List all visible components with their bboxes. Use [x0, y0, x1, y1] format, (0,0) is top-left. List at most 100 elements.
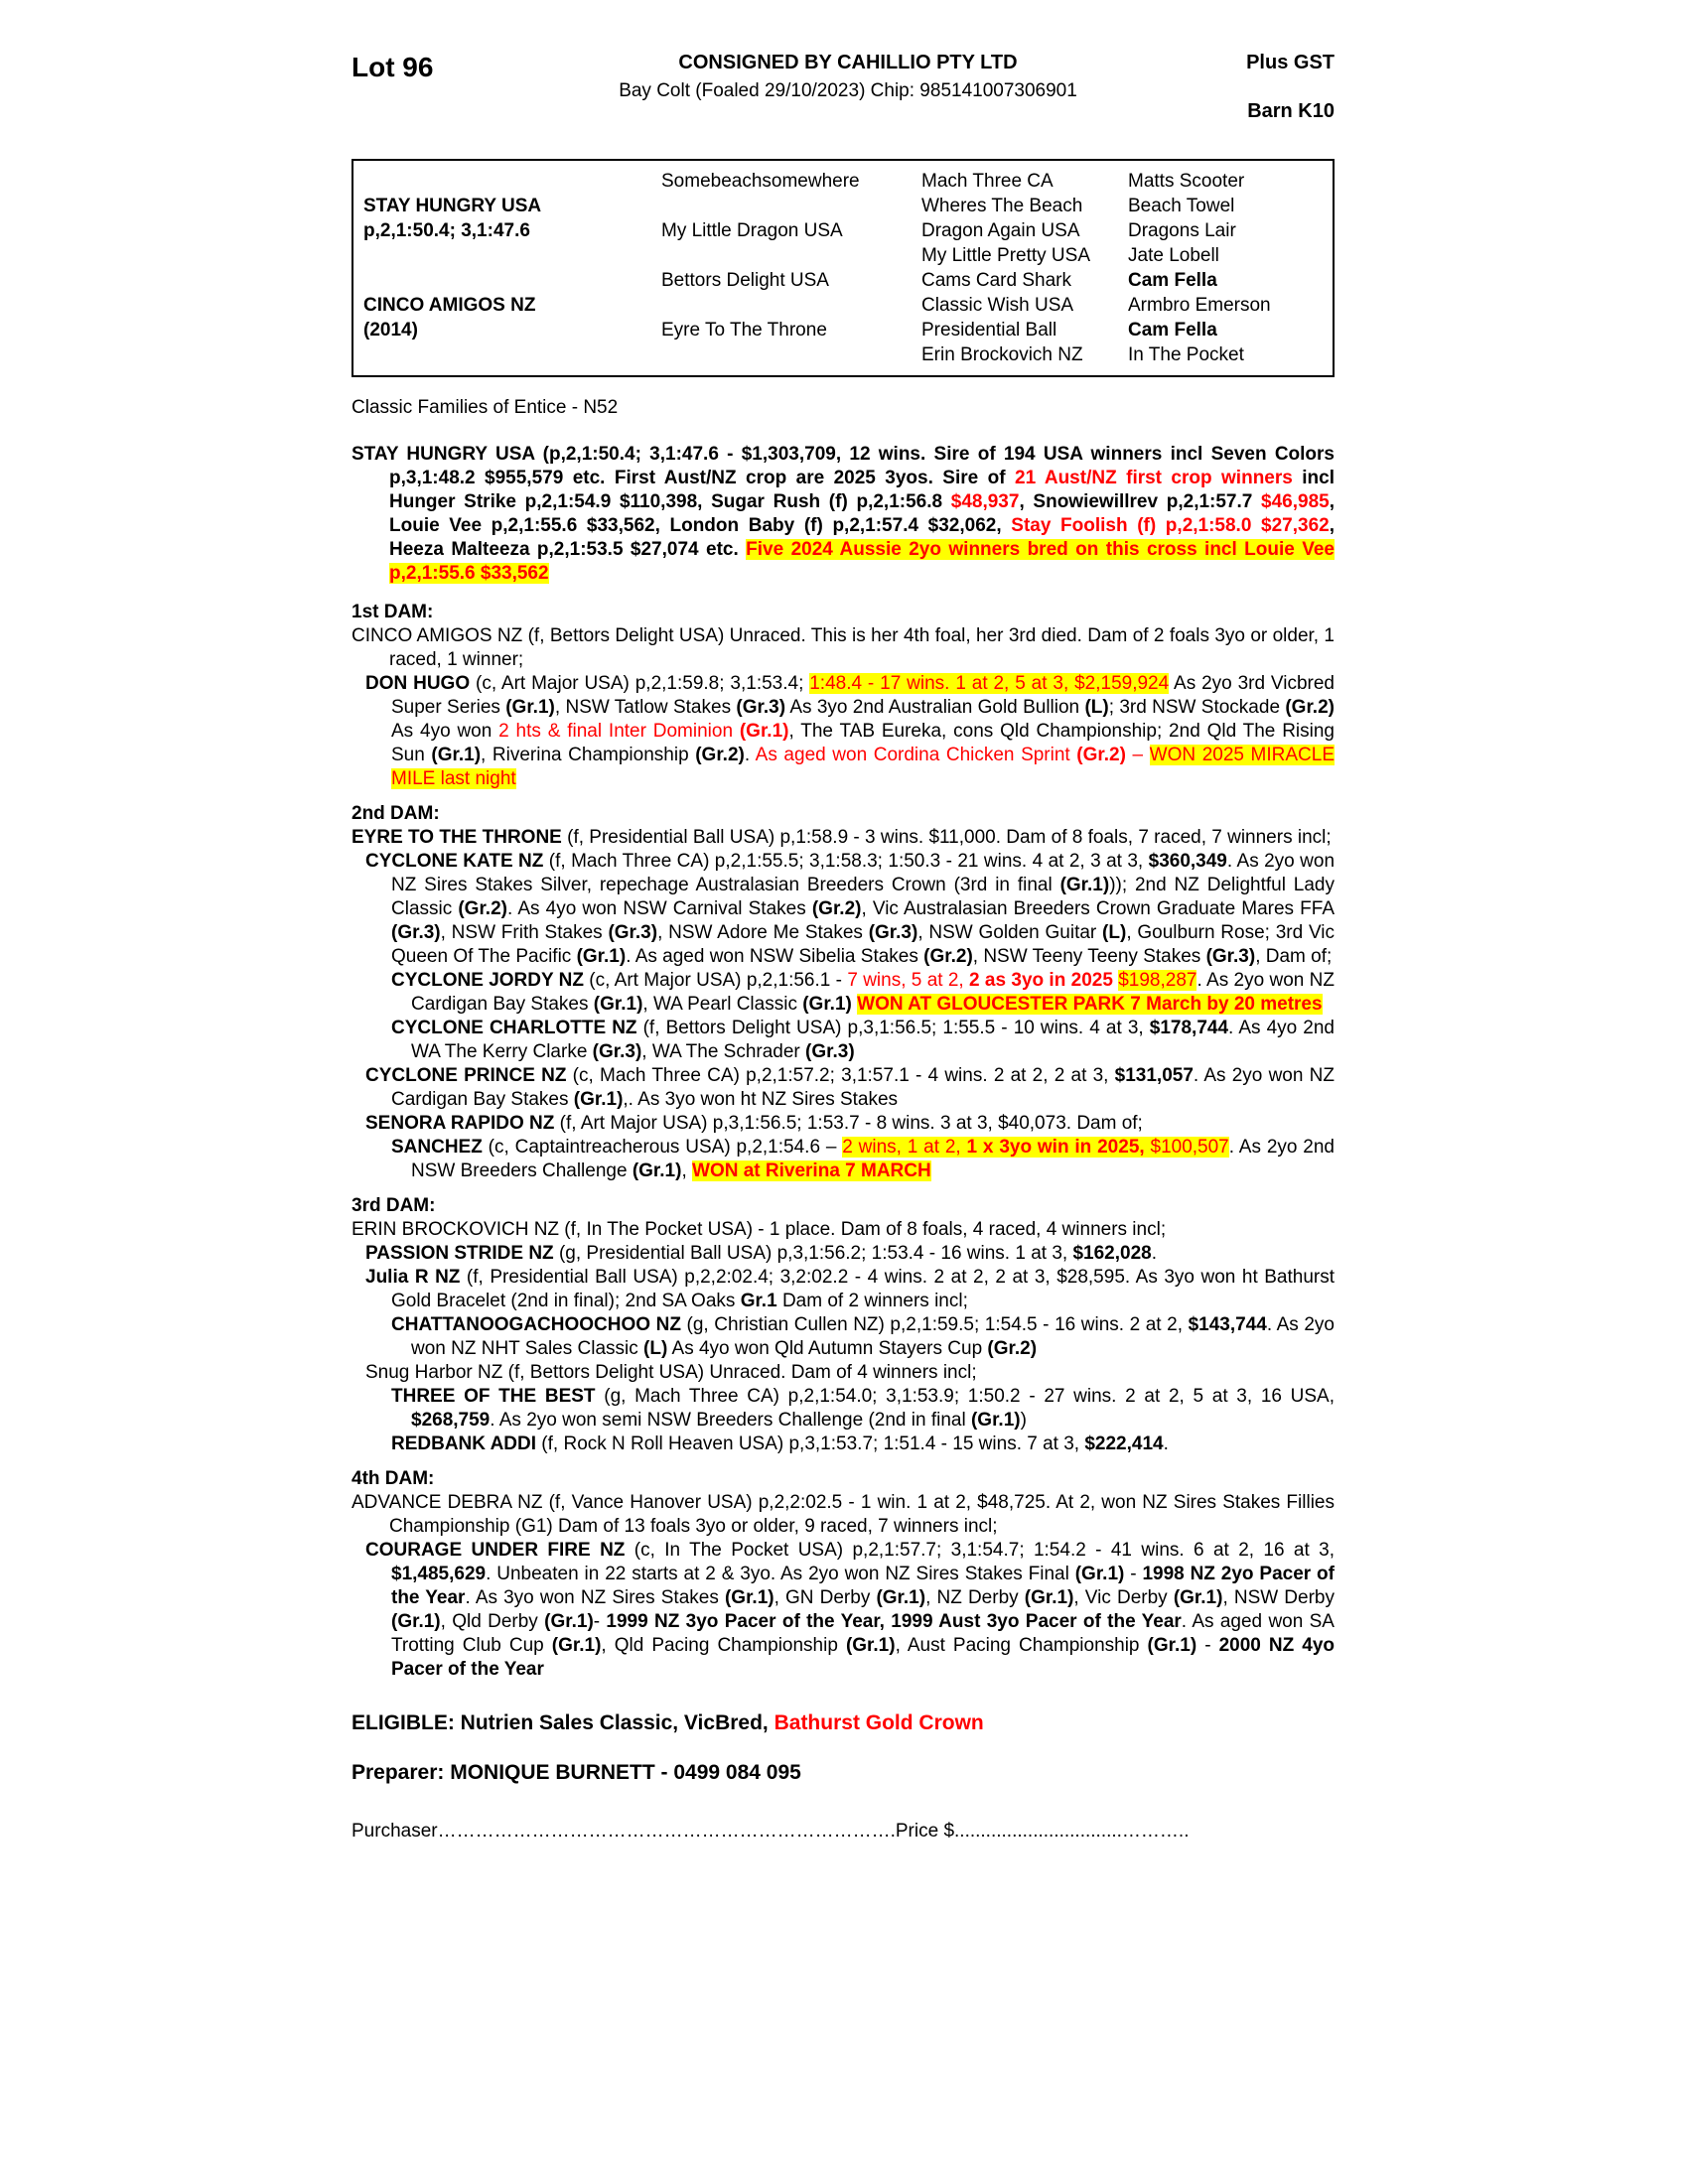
- para-cyclone-prince: CYCLONE PRINCE NZ (c, Mach Three CA) p,2…: [352, 1064, 1335, 1112]
- text-run: -: [593, 1611, 607, 1632]
- text-run: , NSW Teeny Teeny Stakes: [972, 946, 1206, 967]
- text-run: , WA Pearl Classic: [642, 994, 803, 1015]
- text-run: (c, Art Major USA) p,2,1:59.8; 3,1:53.4;: [470, 673, 810, 694]
- text-run: 2 hts & final Inter Dominion: [498, 721, 740, 742]
- dam-heading: 3rd DAM:: [352, 1195, 436, 1216]
- text-run: , NSW Derby: [1222, 1587, 1335, 1608]
- pedigree-cell: Jate Lobell: [1128, 245, 1219, 266]
- text-run: (Gr.2): [695, 745, 745, 765]
- para-cyclone-jordy: CYCLONE JORDY NZ (c, Art Major USA) p,2,…: [352, 969, 1335, 1017]
- text-run: . As 4yo won NSW Carnival Stakes: [506, 898, 812, 919]
- pedigree-details: STAY HUNGRY USA (p,2,1:50.4; 3,1:47.6 - …: [352, 443, 1336, 1682]
- text-run: . As aged won SA Trotting Club Cup: [391, 1611, 1335, 1656]
- text-run: , Goulburn Rose; 3rd Vic Queen Of The Pa…: [391, 922, 1336, 967]
- pedigree-cell: Bettors Delight USA: [661, 270, 829, 291]
- text-run: $46,985: [1261, 491, 1330, 512]
- pedigree-cell: Dragons Lair: [1128, 220, 1236, 241]
- text-run: CYCLONE KATE NZ: [365, 851, 544, 872]
- text-run: (g, Christian Cullen NZ) p,2,1:59.5; 1:5…: [680, 1314, 1189, 1335]
- text-run: 1999 NZ 3yo Pacer of the Year, 1999 Aust…: [606, 1611, 1182, 1632]
- pedigree-cell: Presidential Ball: [921, 320, 1057, 341]
- text-run: , Qld Derby: [440, 1611, 545, 1632]
- text-run: (c, Mach Three CA) p,2,1:57.2; 3,1:57.1 …: [566, 1065, 1115, 1086]
- text-run: . As 4yo 2nd WA The Kerry Clarke: [411, 1018, 1335, 1062]
- text-run: (Gr.1): [1059, 875, 1110, 895]
- para-senora-rapido: SENORA RAPIDO NZ (f, Art Major USA) p,3,…: [352, 1112, 1335, 1136]
- text-run: ADVANCE DEBRA NZ (f, Vance Hanover USA) …: [352, 1492, 1335, 1537]
- text-run: , NSW Adore Me Stakes: [657, 922, 869, 943]
- pedigree-cell: Mach Three CA: [921, 171, 1054, 192]
- text-run: (L): [1084, 697, 1109, 718]
- text-run: (Gr.3): [1205, 946, 1256, 967]
- pedigree-cell: Cam Fella: [1128, 320, 1217, 341]
- text-run: (f, Presidential Ball USA) p,2,2:02.4; 3…: [391, 1267, 1336, 1311]
- text-run: (L): [643, 1338, 668, 1359]
- text-run: . Unbeaten in 22 starts at 2 & 3yo. As 2…: [486, 1564, 1075, 1584]
- text-run: (g, Presidential Ball USA) p,3,1:56.2; 1…: [553, 1243, 1073, 1264]
- text-run: CYCLONE PRINCE NZ: [365, 1065, 567, 1086]
- text-run: (Gr.1): [431, 745, 482, 765]
- text-run: . As 2yo won NZ Cardigan Bay Stakes: [391, 1065, 1335, 1110]
- text-run: ,: [681, 1160, 693, 1181]
- text-run: 2 as 3yo in 2025: [969, 970, 1119, 991]
- page-header: Lot 96 CONSIGNED BY CAHILLIO PTY LTD Bay…: [352, 52, 1335, 123]
- text-run: –: [1125, 745, 1150, 765]
- text-run: (Gr.1): [551, 1635, 602, 1656]
- text-run: CYCLONE JORDY NZ: [391, 970, 584, 991]
- text-run: $131,057: [1114, 1065, 1194, 1086]
- pedigree-cell: CINCO AMIGOS NZ: [363, 295, 536, 316]
- para-stay-hungry: STAY HUNGRY USA (p,2,1:50.4; 3,1:47.6 - …: [352, 443, 1335, 586]
- text-run: ELIGIBLE: Nutrien Sales Classic, VicBred…: [352, 1711, 774, 1734]
- text-run: 1 x 3yo win in 2025,: [966, 1137, 1151, 1158]
- text-run: ; 3rd NSW Stockade: [1108, 697, 1286, 718]
- text-run: (g, Mach Three CA) p,2,1:54.0; 3,1:53.9;…: [595, 1386, 1335, 1407]
- horse-description: Bay Colt (Foaled 29/10/2023) Chip: 98514…: [619, 80, 1077, 101]
- pedigree-cell: Cams Card Shark: [921, 270, 1071, 291]
- gst-note: Plus GST: [1246, 52, 1335, 73]
- pedigree-cell: Wheres The Beach: [921, 196, 1083, 216]
- text-run: $48,937: [950, 491, 1020, 512]
- text-run: (Gr.2): [987, 1338, 1038, 1359]
- para-julia-r: Julia R NZ (f, Presidential Ball USA) p,…: [352, 1266, 1335, 1313]
- text-run: $162,028: [1072, 1243, 1152, 1264]
- text-run: (Gr.3): [736, 697, 786, 718]
- pedigree-cell: p,2,1:50.4; 3,1:47.6: [363, 220, 530, 241]
- text-run: $1,485,629: [391, 1564, 487, 1584]
- text-run: EYRE TO THE THRONE: [352, 827, 562, 848]
- text-run: (Gr.1): [739, 721, 789, 742]
- text-run: , NZ Derby: [925, 1587, 1025, 1608]
- text-run: 1998 NZ 2yo Pacer of the Year: [391, 1564, 1335, 1608]
- para-eyre-to-the-throne: EYRE TO THE THRONE (f, Presidential Ball…: [352, 826, 1335, 850]
- consignor-line: CONSIGNED BY CAHILLIO PTY LTD: [678, 52, 1018, 73]
- text-run: As 4yo won: [391, 721, 499, 742]
- text-run: (f, Mach Three CA) p,2,1:55.5; 3,1:58.3;…: [543, 851, 1149, 872]
- text-run: (f, Art Major USA) p,3,1:56.5; 1:53.7 - …: [554, 1113, 1143, 1134]
- text-run: $222,414: [1084, 1433, 1164, 1454]
- text-run: (Gr.2): [458, 898, 507, 919]
- text-run: CINCO AMIGOS NZ (f, Bettors Delight USA)…: [352, 625, 1335, 670]
- text-run: . As 2yo won NZ NHT Sales Classic: [411, 1314, 1335, 1359]
- text-run: (Gr.1): [1173, 1587, 1223, 1608]
- text-run: (Gr.1): [593, 994, 643, 1015]
- text-run: $178,744: [1149, 1018, 1229, 1038]
- para-redbank-addi: REDBANK ADDI (f, Rock N Roll Heaven USA)…: [352, 1433, 1335, 1456]
- pedigree-cell: Dragon Again USA: [921, 220, 1080, 241]
- para-don-hugo: DON HUGO (c, Art Major USA) p,2,1:59.8; …: [352, 672, 1336, 791]
- dam-heading: 4th DAM:: [352, 1468, 435, 1489]
- header-center: CONSIGNED BY CAHILLIO PTY LTD Bay Colt (…: [530, 52, 1166, 102]
- text-run: (Gr.3): [868, 922, 918, 943]
- para-chattanoogachoochoo: CHATTANOOGACHOOCHOO NZ (g, Christian Cul…: [352, 1313, 1335, 1361]
- text-run: Dam of 2 winners incl;: [776, 1291, 968, 1311]
- text-run: , Louie Vee p,2,1:55.6 $33,562, London B…: [389, 491, 1335, 536]
- text-run: (Gr.1): [1074, 1564, 1125, 1584]
- text-run: CHATTANOOGACHOOCHOO NZ: [391, 1314, 681, 1335]
- text-run: , NSW Tatlow Stakes: [554, 697, 737, 718]
- text-run: , Aust Pacing Championship: [895, 1635, 1148, 1656]
- text-run: $143,744: [1188, 1314, 1267, 1335]
- text-run: . As 2yo won NZ Sires Stakes Silver, rep…: [391, 851, 1336, 895]
- text-run: SENORA RAPIDO NZ: [365, 1113, 555, 1134]
- text-run: -: [1196, 1635, 1219, 1656]
- text-run: CYCLONE CHARLOTTE NZ: [391, 1018, 637, 1038]
- text-run: (Gr.2): [811, 898, 862, 919]
